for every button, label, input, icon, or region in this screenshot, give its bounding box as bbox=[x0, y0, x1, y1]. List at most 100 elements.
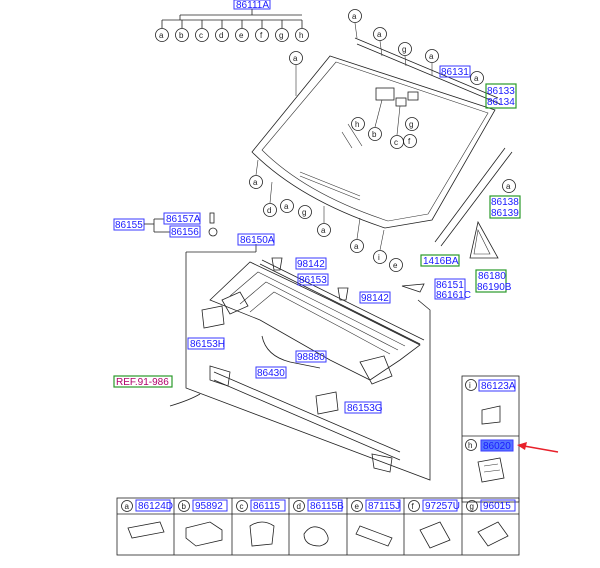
label-86123A[interactable]: 86123A bbox=[481, 381, 516, 392]
svg-text:g: g bbox=[409, 120, 413, 129]
bottom-callout-e bbox=[351, 500, 363, 512]
callout-a: a bbox=[159, 31, 164, 40]
callout-g: g bbox=[279, 31, 283, 40]
windshield-glass bbox=[251, 55, 496, 229]
label-86153H[interactable]: 86153H bbox=[190, 339, 225, 350]
bottom-callout-letter-a: a bbox=[125, 502, 130, 511]
svg-text:a: a bbox=[321, 226, 326, 235]
bottom-callout-letter-b: b bbox=[182, 502, 187, 511]
label-86190B[interactable]: 86190B bbox=[477, 282, 512, 293]
svg-text:a: a bbox=[253, 178, 258, 187]
svg-text:a: a bbox=[354, 242, 359, 251]
clip-icons bbox=[208, 212, 218, 237]
bottom-part-drawing-95892 bbox=[185, 521, 223, 547]
bottom-part-drawing-86115B bbox=[303, 526, 329, 547]
svg-text:a: a bbox=[293, 54, 298, 63]
bottom-part-drawing-96015 bbox=[477, 521, 509, 547]
label-86131[interactable]: 86131 bbox=[441, 67, 469, 78]
svg-text:a: a bbox=[352, 12, 357, 21]
svg-text:h: h bbox=[355, 120, 359, 129]
bottom-label-87115J[interactable]: 87115J bbox=[368, 501, 400, 512]
svg-text:a: a bbox=[377, 30, 382, 39]
top-moulding bbox=[354, 37, 513, 247]
label-86157A[interactable]: 86157A bbox=[166, 214, 201, 225]
callout-d: d bbox=[219, 31, 223, 40]
callout-b: b bbox=[179, 31, 184, 40]
label-86151[interactable]: 86151 bbox=[436, 280, 464, 291]
label-86020[interactable]: 86020 bbox=[483, 441, 511, 452]
svg-text:a: a bbox=[429, 52, 434, 61]
bottom-callout-letter-f: f bbox=[412, 502, 415, 511]
bottom-label-97257U[interactable]: 97257U bbox=[425, 501, 460, 512]
bottom-label-box-97257U bbox=[422, 499, 458, 512]
bottom-label-box-86124D bbox=[135, 499, 171, 512]
callout-row-top: a b c d e f g h bbox=[155, 28, 309, 42]
callout-h: h bbox=[299, 31, 303, 40]
svg-text:h: h bbox=[468, 441, 472, 450]
ref-wire bbox=[169, 393, 201, 407]
label-86111A[interactable]: 86111A bbox=[236, 0, 269, 11]
bottom-label-box-86115B bbox=[307, 499, 343, 512]
svg-text:i: i bbox=[378, 253, 380, 262]
label-86153[interactable]: 86153 bbox=[299, 275, 327, 286]
side-parts-table: i h bbox=[461, 375, 520, 503]
label-86150A[interactable]: 86150A bbox=[240, 235, 275, 246]
bottom-label-box-96015 bbox=[480, 499, 516, 512]
callout-f: f bbox=[260, 31, 263, 40]
bottom-label-box-86115 bbox=[250, 499, 286, 512]
bottom-part-drawing-86115 bbox=[249, 521, 275, 547]
bottom-label-86115[interactable]: 86115 bbox=[253, 501, 281, 512]
label-86139[interactable]: 86139 bbox=[491, 208, 519, 219]
label-98880[interactable]: 98880 bbox=[297, 352, 325, 363]
clip-98142-a bbox=[271, 257, 283, 271]
label-86161C[interactable]: 86161C bbox=[436, 290, 471, 301]
bottom-part-drawing-86124D bbox=[127, 521, 165, 539]
svg-text:i: i bbox=[469, 381, 471, 390]
bottom-callout-letter-d: d bbox=[297, 502, 301, 511]
label-86180[interactable]: 86180 bbox=[478, 271, 506, 282]
bottom-callout-letter-c: c bbox=[240, 502, 244, 511]
pillar-triangle bbox=[469, 220, 499, 259]
bottom-parts-table bbox=[116, 497, 520, 556]
bottom-callout-f bbox=[408, 500, 420, 512]
bottom-label-box-87115J bbox=[365, 499, 401, 512]
svg-text:d: d bbox=[267, 206, 271, 215]
label-86153G[interactable]: 86153G bbox=[347, 403, 383, 414]
svg-text:f: f bbox=[408, 137, 411, 146]
bottom-callout-b bbox=[178, 500, 190, 512]
svg-text:g: g bbox=[302, 208, 306, 217]
label-86430[interactable]: 86430 bbox=[257, 368, 285, 379]
svg-text:c: c bbox=[394, 138, 398, 147]
label-86134[interactable]: 86134 bbox=[487, 97, 515, 108]
svg-text:e: e bbox=[393, 261, 398, 270]
pad-86153G bbox=[315, 391, 339, 415]
red-arrow bbox=[517, 442, 559, 453]
callout-c: c bbox=[199, 31, 203, 40]
bottom-label-86115B[interactable]: 86115B bbox=[310, 501, 344, 512]
bottom-label-86124D[interactable]: 86124D bbox=[138, 501, 173, 512]
svg-text:a: a bbox=[506, 182, 511, 191]
bottom-callout-g bbox=[466, 500, 478, 512]
svg-text:b: b bbox=[372, 130, 377, 139]
label-86156[interactable]: 86156 bbox=[171, 227, 199, 238]
mirror-bracket bbox=[375, 87, 419, 107]
label-86138[interactable]: 86138 bbox=[491, 197, 519, 208]
svg-text:a: a bbox=[474, 74, 479, 83]
bracket-86151 bbox=[401, 283, 425, 293]
label-86133[interactable]: 86133 bbox=[487, 86, 515, 97]
callouts-mirror: h b g c f bbox=[351, 99, 419, 149]
ref-label[interactable]: REF.91-986 bbox=[116, 377, 169, 388]
label-1416BA[interactable]: 1416BA bbox=[423, 256, 459, 267]
clip-98142-b bbox=[337, 287, 349, 301]
bottom-label-95892[interactable]: 95892 bbox=[195, 501, 223, 512]
label-86155[interactable]: 86155 bbox=[115, 220, 143, 231]
bottom-callout-a bbox=[121, 500, 133, 512]
label-98142-b[interactable]: 98142 bbox=[361, 293, 389, 304]
callout-tree-86111A bbox=[161, 0, 303, 28]
hose-98880 bbox=[261, 335, 321, 369]
bottom-label-96015[interactable]: 96015 bbox=[483, 501, 511, 512]
callouts-upper: a a g a a a a bbox=[289, 9, 516, 193]
label-98142-a[interactable]: 98142 bbox=[297, 259, 325, 270]
svg-text:g: g bbox=[402, 45, 406, 54]
